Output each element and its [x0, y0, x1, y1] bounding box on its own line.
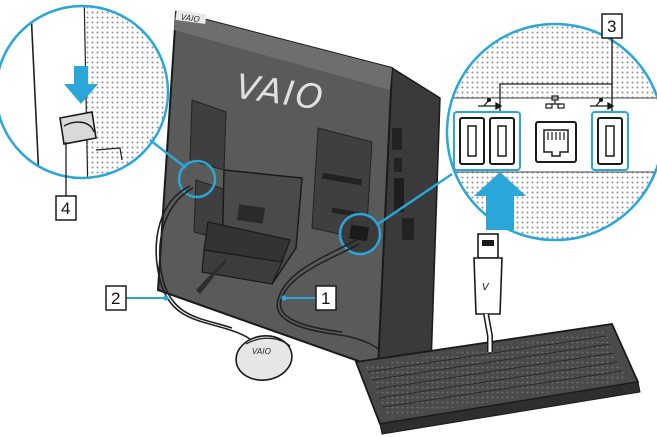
- plug-in-arrow-icon: [474, 172, 526, 230]
- usb-port-3: [597, 117, 623, 165]
- keyboard: [354, 323, 641, 435]
- top-badge-text: VAIO: [180, 13, 200, 25]
- callout-2: 2: [105, 285, 169, 311]
- callout-2-label: 2: [111, 289, 120, 308]
- stand: [196, 169, 303, 294]
- zoom-left-connector: [149, 139, 187, 169]
- mouse-port-circle: [177, 159, 217, 199]
- callout-3: 3: [601, 13, 623, 84]
- network-icon: [545, 95, 565, 109]
- top-badge: VAIO: [175, 9, 207, 25]
- mouse: VAIO: [235, 335, 293, 381]
- callout-1: 1: [281, 285, 337, 311]
- zoom-right: [445, 22, 657, 242]
- usb-icon: [590, 97, 615, 111]
- insert-arrow-icon: [64, 66, 98, 104]
- usb-port-1: [459, 117, 485, 165]
- callout-1-label: 1: [321, 289, 330, 308]
- usb-port-2: [489, 117, 515, 165]
- mouse-brand: VAIO: [252, 347, 271, 356]
- usb-icon: [478, 97, 503, 111]
- usb-plug: V: [473, 233, 503, 352]
- callout-3-label: 3: [607, 17, 616, 36]
- lan-port: [535, 121, 577, 163]
- callout-4-label: 4: [61, 199, 70, 218]
- callout-4: 4: [55, 142, 77, 221]
- plug-brand: V: [482, 282, 490, 293]
- zoom-right-connector: [377, 172, 453, 226]
- cables: [155, 185, 381, 351]
- computer-body: [156, 10, 441, 397]
